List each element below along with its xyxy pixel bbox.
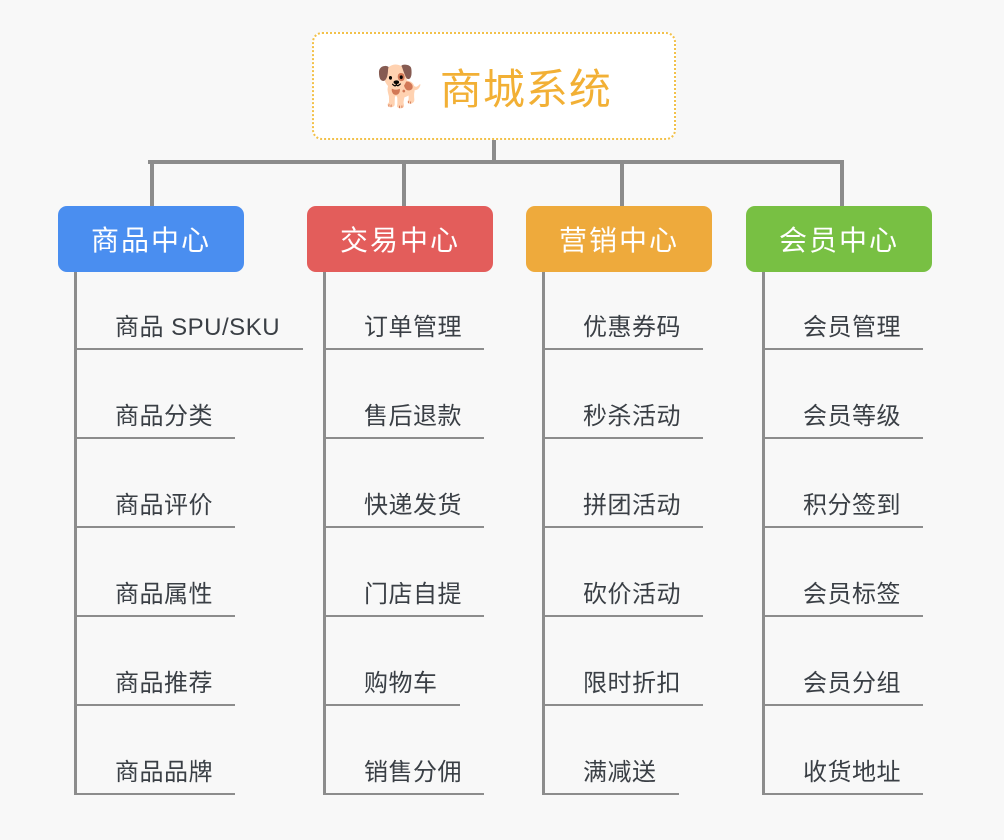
leaf-item[interactable]: 秒杀活动 — [545, 350, 703, 439]
leaf-item-label: 收货地址 — [803, 759, 901, 786]
leaf-item[interactable]: 优惠券码 — [545, 272, 703, 350]
leaf-item-label: 商品品牌 — [115, 759, 213, 786]
column-product-center: 商品中心商品 SPU/SKU 商品分类商品评价商品属性商品推荐商品品牌 — [58, 206, 303, 795]
leaf-item-label: 砍价活动 — [583, 581, 681, 608]
category-title: 交易中心 — [339, 225, 460, 256]
connector-root-stem — [492, 140, 496, 162]
category-header-member-center[interactable]: 会员中心 — [746, 206, 932, 272]
leaf-item[interactable]: 快递发货 — [326, 439, 484, 528]
leaf-item[interactable]: 商品品牌 — [77, 706, 235, 795]
leaf-item[interactable]: 收货地址 — [765, 706, 923, 795]
leaf-item-label: 积分签到 — [803, 492, 901, 519]
shiba-dog-face-icon: 🐕 — [376, 65, 426, 109]
root-node[interactable]: 🐕 商城系统 — [312, 32, 676, 140]
connector-drop-member-center — [840, 160, 844, 207]
leaf-item-label: 限时折扣 — [583, 670, 681, 697]
leaf-item[interactable]: 商品属性 — [77, 528, 235, 617]
leaf-item-label: 销售分佣 — [364, 759, 462, 786]
leaf-item[interactable]: 积分签到 — [765, 439, 923, 528]
leaf-item-label: 优惠券码 — [583, 314, 681, 341]
leaf-item[interactable]: 会员等级 — [765, 350, 923, 439]
leaf-list-member-center: 会员管理会员等级积分签到会员标签会员分组收货地址 — [762, 272, 932, 795]
leaf-item-label: 订单管理 — [364, 314, 462, 341]
category-header-marketing-center[interactable]: 营销中心 — [526, 206, 712, 272]
connector-drop-marketing-center — [620, 160, 624, 207]
leaf-item[interactable]: 满减送 — [545, 706, 679, 795]
leaf-item-label: 满减送 — [583, 759, 657, 786]
leaf-item[interactable]: 会员分组 — [765, 617, 923, 706]
leaf-item[interactable]: 商品推荐 — [77, 617, 235, 706]
leaf-item-label: 快递发货 — [364, 492, 462, 519]
leaf-item[interactable]: 订单管理 — [326, 272, 484, 350]
category-title: 商品中心 — [90, 225, 211, 256]
leaf-item[interactable]: 商品评价 — [77, 439, 235, 528]
connector-horizontal-bus — [148, 160, 842, 164]
leaf-item[interactable]: 限时折扣 — [545, 617, 703, 706]
leaf-item-label: 门店自提 — [364, 581, 462, 608]
leaf-item-label: 会员等级 — [803, 403, 901, 430]
column-member-center: 会员中心会员管理会员等级积分签到会员标签会员分组收货地址 — [746, 206, 932, 795]
column-marketing-center: 营销中心优惠券码秒杀活动拼团活动砍价活动限时折扣满减送 — [526, 206, 712, 795]
leaf-item-label: 商品评价 — [115, 492, 213, 519]
connector-drop-product-center — [150, 160, 154, 207]
leaf-item-label: 秒杀活动 — [583, 403, 681, 430]
leaf-item-label: 会员标签 — [803, 581, 901, 608]
leaf-item[interactable]: 砍价活动 — [545, 528, 703, 617]
leaf-item[interactable]: 商品分类 — [77, 350, 235, 439]
leaf-item-label: 会员管理 — [803, 314, 901, 341]
leaf-item[interactable]: 商品 SPU/SKU — [77, 272, 303, 350]
leaf-item-label: 购物车 — [364, 670, 438, 697]
leaf-item[interactable]: 门店自提 — [326, 528, 484, 617]
leaf-item[interactable]: 购物车 — [326, 617, 460, 706]
leaf-item[interactable]: 销售分佣 — [326, 706, 484, 795]
leaf-item-label: 商品 SPU/SKU — [115, 314, 281, 341]
leaf-item-label: 会员分组 — [803, 670, 901, 697]
leaf-item[interactable]: 售后退款 — [326, 350, 484, 439]
leaf-item-label: 售后退款 — [364, 403, 462, 430]
column-trade-center: 交易中心订单管理售后退款快递发货门店自提购物车销售分佣 — [307, 206, 493, 795]
category-title: 会员中心 — [778, 225, 899, 256]
leaf-item-label: 商品推荐 — [115, 670, 213, 697]
leaf-item-label: 商品属性 — [115, 581, 213, 608]
leaf-item[interactable]: 会员标签 — [765, 528, 923, 617]
leaf-list-marketing-center: 优惠券码秒杀活动拼团活动砍价活动限时折扣满减送 — [542, 272, 712, 795]
root-title: 商城系统 — [439, 65, 612, 113]
leaf-list-product-center: 商品 SPU/SKU 商品分类商品评价商品属性商品推荐商品品牌 — [74, 272, 303, 795]
category-header-product-center[interactable]: 商品中心 — [58, 206, 244, 272]
leaf-item[interactable]: 拼团活动 — [545, 439, 703, 528]
category-title: 营销中心 — [558, 225, 679, 256]
leaf-list-trade-center: 订单管理售后退款快递发货门店自提购物车销售分佣 — [323, 272, 493, 795]
leaf-item-label: 拼团活动 — [583, 492, 681, 519]
connector-drop-trade-center — [402, 160, 406, 207]
leaf-item-label: 商品分类 — [115, 403, 213, 430]
category-header-trade-center[interactable]: 交易中心 — [307, 206, 493, 272]
leaf-item[interactable]: 会员管理 — [765, 272, 923, 350]
